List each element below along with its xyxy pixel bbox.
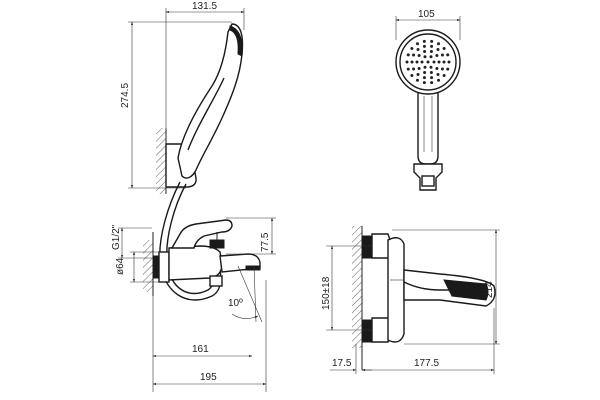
dim-spout-angle: 10º	[228, 298, 243, 309]
spray-hole	[440, 67, 444, 71]
spray-hole	[436, 73, 440, 77]
dim-spout-reach: 161	[192, 344, 209, 355]
dim-overall-reach: 195	[200, 372, 217, 383]
handshower-front-view: 105	[395, 9, 461, 191]
spray-hole	[430, 39, 434, 43]
spray-hole	[442, 47, 446, 50]
spray-hole	[435, 66, 439, 70]
handset-head-face	[229, 25, 243, 57]
spray-hole	[416, 78, 419, 82]
spray-hole	[429, 65, 433, 69]
spray-holes	[405, 39, 451, 85]
spray-hole	[416, 47, 420, 51]
spray-hole	[423, 65, 427, 69]
spray-hole	[432, 60, 436, 64]
dim-head-width-side: 131.5	[192, 1, 217, 12]
spray-hole	[440, 53, 444, 57]
hose	[159, 181, 222, 301]
dim-center-distance: 150±18	[321, 276, 332, 310]
dim-wall-offset: 17.5	[332, 358, 352, 369]
spray-hole	[412, 67, 416, 71]
spray-hole	[429, 55, 433, 59]
dim-total-height: 214	[484, 281, 495, 298]
spray-hole	[422, 76, 426, 80]
holder-wall-hatch	[156, 128, 166, 194]
spray-hole	[422, 81, 426, 85]
spray-hole	[430, 81, 434, 85]
spray-hole	[446, 67, 450, 71]
dim-handset-length: 274.5	[120, 83, 131, 108]
mixer-front-view: 150±18 214 17.5 177.5	[321, 226, 500, 374]
front-wall-hatch	[352, 226, 362, 348]
spray-hole	[406, 53, 410, 57]
spray-hole	[437, 78, 440, 82]
spray-hole	[417, 66, 421, 70]
connection-nut	[152, 255, 160, 279]
spray-hole	[410, 74, 414, 77]
mixer-wall-hatch	[143, 240, 153, 292]
dim-inlet-thread: G1/2"	[111, 224, 122, 250]
spray-hole	[436, 47, 440, 51]
spray-hole	[420, 60, 424, 64]
spray-hole	[423, 70, 427, 74]
spray-hole	[423, 55, 427, 59]
spray-hole	[422, 44, 426, 48]
mixer-side-view: G1/2" ø64 77.5 10º 161 195	[111, 217, 276, 392]
spray-hole	[423, 50, 427, 54]
spray-hole	[429, 70, 433, 74]
dim-connection-diameter: ø64	[115, 257, 126, 275]
spray-hole	[442, 74, 446, 77]
lever-side	[170, 219, 233, 249]
spray-hole	[446, 53, 450, 57]
spray-hole	[442, 60, 446, 64]
handset-side	[177, 23, 244, 179]
spray-hole	[410, 47, 414, 50]
mixer-body-front	[387, 237, 405, 343]
spray-hole	[422, 39, 426, 43]
spray-hole	[447, 60, 451, 64]
dim-head-diameter-front: 105	[418, 9, 435, 20]
spray-hole	[415, 60, 419, 64]
spray-hole	[405, 60, 409, 64]
diverter-knob	[209, 239, 225, 249]
spray-hole	[429, 50, 433, 54]
holder-front	[413, 163, 443, 191]
spray-hole	[406, 67, 410, 71]
spray-hole	[430, 76, 434, 80]
spray-hole	[412, 53, 416, 57]
spray-hole	[426, 60, 430, 64]
spray-hole	[435, 54, 439, 58]
spray-hole	[430, 44, 434, 48]
handset-handle-front	[417, 85, 439, 165]
mixer-body-side	[168, 245, 223, 281]
spray-hole	[416, 73, 420, 77]
dim-body-length: 177.5	[414, 358, 439, 369]
spray-hole	[416, 42, 419, 46]
spray-hole	[437, 42, 440, 46]
spray-hole	[417, 54, 421, 58]
dim-body-height: 77.5	[260, 232, 271, 252]
handshower-side-view: 131.5 274.5	[120, 1, 245, 194]
spray-hole	[437, 60, 441, 64]
spray-hole	[410, 60, 414, 64]
